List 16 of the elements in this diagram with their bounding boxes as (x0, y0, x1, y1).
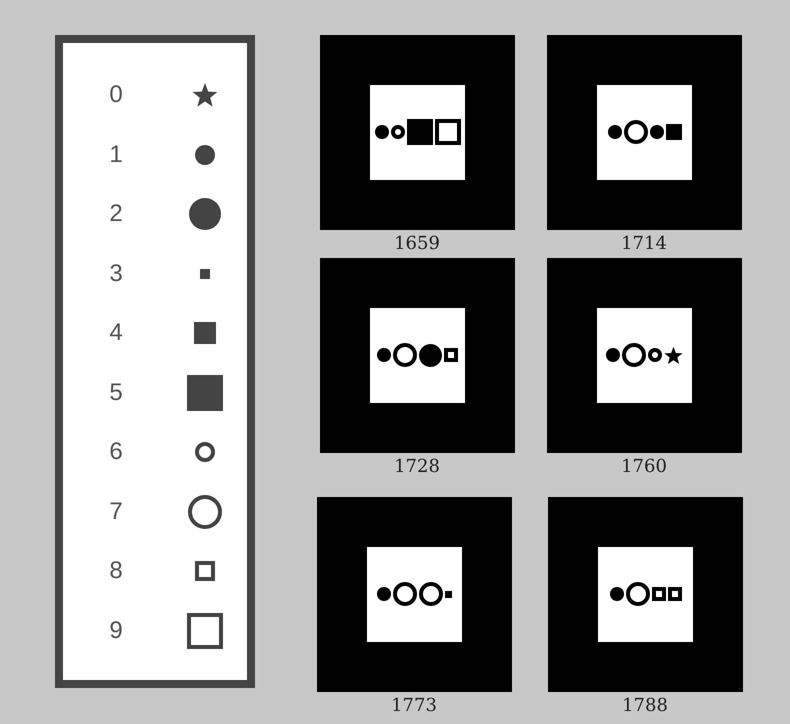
legend-digit: 2 (108, 199, 124, 229)
legend-digit: 7 (108, 496, 124, 526)
legend-digit: 6 (108, 437, 124, 467)
marker-number: 1760 (620, 456, 668, 478)
legend-digit: 4 (108, 318, 124, 348)
legend-digit: 5 (108, 378, 124, 408)
marker-number: 1659 (393, 233, 441, 255)
legend-digit: 3 (108, 258, 124, 288)
marker-number: 1714 (620, 233, 668, 255)
marker-number: 1728 (393, 456, 441, 478)
legend-digit: 1 (108, 140, 124, 170)
legend-digit: 0 (108, 80, 124, 110)
legend-digit: 9 (108, 616, 124, 646)
marker-number: 1788 (621, 695, 669, 717)
marker-number: 1773 (390, 695, 438, 717)
legend-digit: 8 (108, 556, 124, 586)
